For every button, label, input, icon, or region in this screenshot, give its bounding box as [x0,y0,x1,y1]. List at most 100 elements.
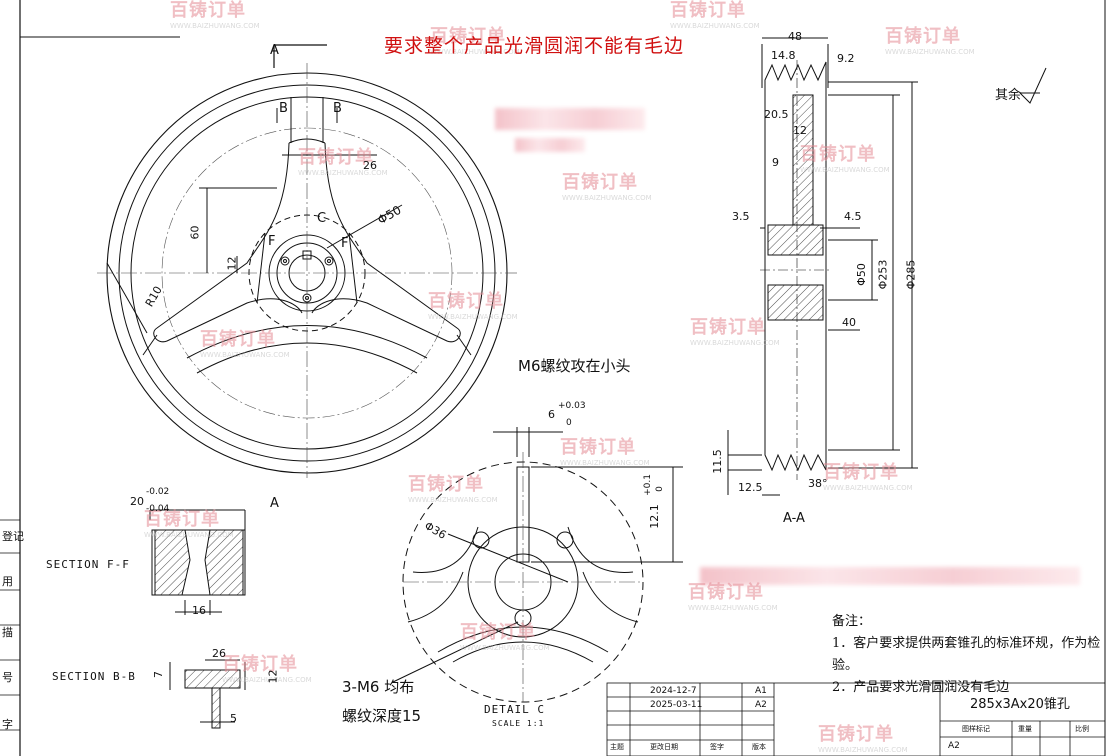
edge-label: 字 [2,718,13,731]
rev-date-2: 2025-03-11 [650,700,703,710]
redacted-text-top [495,108,645,130]
depth-tol-lower: 0 [654,486,665,492]
frame-border [19,0,180,38]
dim-9-2: 9.2 [837,52,855,65]
dim-4-5: 4.5 [844,210,862,223]
dim-20-5: 20.5 [764,108,789,121]
detail-c-scale: SCALE 1:1 [492,719,545,728]
surface-finish-label: 其余 [995,88,1022,103]
dim-7-bb: 7 [152,671,165,678]
edge-label: 用 [2,575,13,588]
section-ff [149,509,246,615]
notes-block: 备注： 1．客户要求提供两套锥孔的标准环规，作为检验。 2．产品要求光滑圆润没有… [832,611,1113,699]
section-a-top-label: A [270,43,279,58]
edge-label: 号 [2,671,13,684]
dim-12-main: 12 [225,256,239,271]
dim-16-ff: 16 [192,604,206,617]
key-tol-lower: 0 [566,418,572,428]
dim-26-bb: 26 [212,647,226,660]
dim-60-main: 60 [188,225,202,240]
dim-12-bb: 12 [266,669,280,684]
edge-label: 描 [2,626,13,639]
section-f-left-label: F [268,234,276,249]
rev-code-2: A2 [755,700,767,710]
tol-lower-ff: -0.04 [146,504,170,514]
title-note: 要求整个产品光滑圆润不能有毛边 [384,35,685,57]
section-b-right-label: B [333,101,342,116]
dim-phi50-aa: Φ50 [854,263,868,286]
col-header: 签字 [710,743,724,751]
section-a-bottom-label: A [270,496,279,511]
dim-phi285: Φ285 [904,259,918,290]
rev-current: A2 [948,741,960,751]
thread-depth-note: 螺纹深度15 [342,707,422,725]
dim-14-8: 14.8 [771,49,796,62]
edge-label: 登记 [2,530,24,543]
dim-12-aa: 12 [793,124,807,137]
redacted-text-top-2 [515,138,585,152]
thread-note: M6螺纹攻在小头 [518,357,631,375]
depth-tol-upper: +0.1 [642,474,653,496]
detail-c [392,427,683,703]
surface-finish-symbol [1019,67,1047,104]
col-header: 主题 [610,743,624,751]
right-header: 图样标记 [962,725,990,733]
section-f-right-label: F [341,236,349,251]
key-depth-dim: 12.1 [647,504,661,529]
dim-26-main: 26 [363,159,377,172]
dim-5-bb: 5 [230,712,237,725]
section-aa [727,37,918,496]
note-item: 2．产品要求光滑圆润没有毛边 [832,680,1010,695]
key-width-dim: 6 [548,408,555,421]
detail-c-caption: DETAIL C [484,703,545,716]
section-b-left-label: B [279,101,288,116]
right-header: 比例 [1075,725,1089,733]
part-name: 285x3Ax20锥孔 [970,697,1070,712]
section-bb-caption: SECTION B-B [52,670,136,683]
dim-38-deg: 38° [808,477,828,490]
dim-11-5: 11.5 [710,449,724,474]
rev-code-1: A1 [755,686,767,696]
detail-c-marker: C [317,211,327,226]
dim-9-aa: 9 [772,156,779,169]
dim-3-5: 3.5 [732,210,750,223]
tol-upper-ff: -0.02 [146,487,170,497]
section-ff-caption: SECTION F-F [46,558,130,571]
redacted-text-right [700,567,1080,585]
title-block [606,682,1106,756]
notes-heading: 备注： [832,614,872,629]
col-header: 更改日期 [650,743,678,751]
dim-phi253: Φ253 [876,259,890,290]
left-edge-table [0,519,20,731]
note-item: 1．客户要求提供两套锥孔的标准环规，作为检验。 [832,636,1101,673]
dim-48: 48 [788,30,802,43]
section-aa-caption: A-A [783,511,805,526]
dim-20-ff: 20 [130,495,144,508]
holes-note: 3-M6 均布 [342,678,415,696]
col-header: 版本 [752,743,766,751]
front-view [97,44,517,478]
section-bb [169,659,246,729]
right-header: 重量 [1018,725,1032,733]
dim-12-5: 12.5 [738,481,763,494]
dim-40: 40 [842,316,856,329]
